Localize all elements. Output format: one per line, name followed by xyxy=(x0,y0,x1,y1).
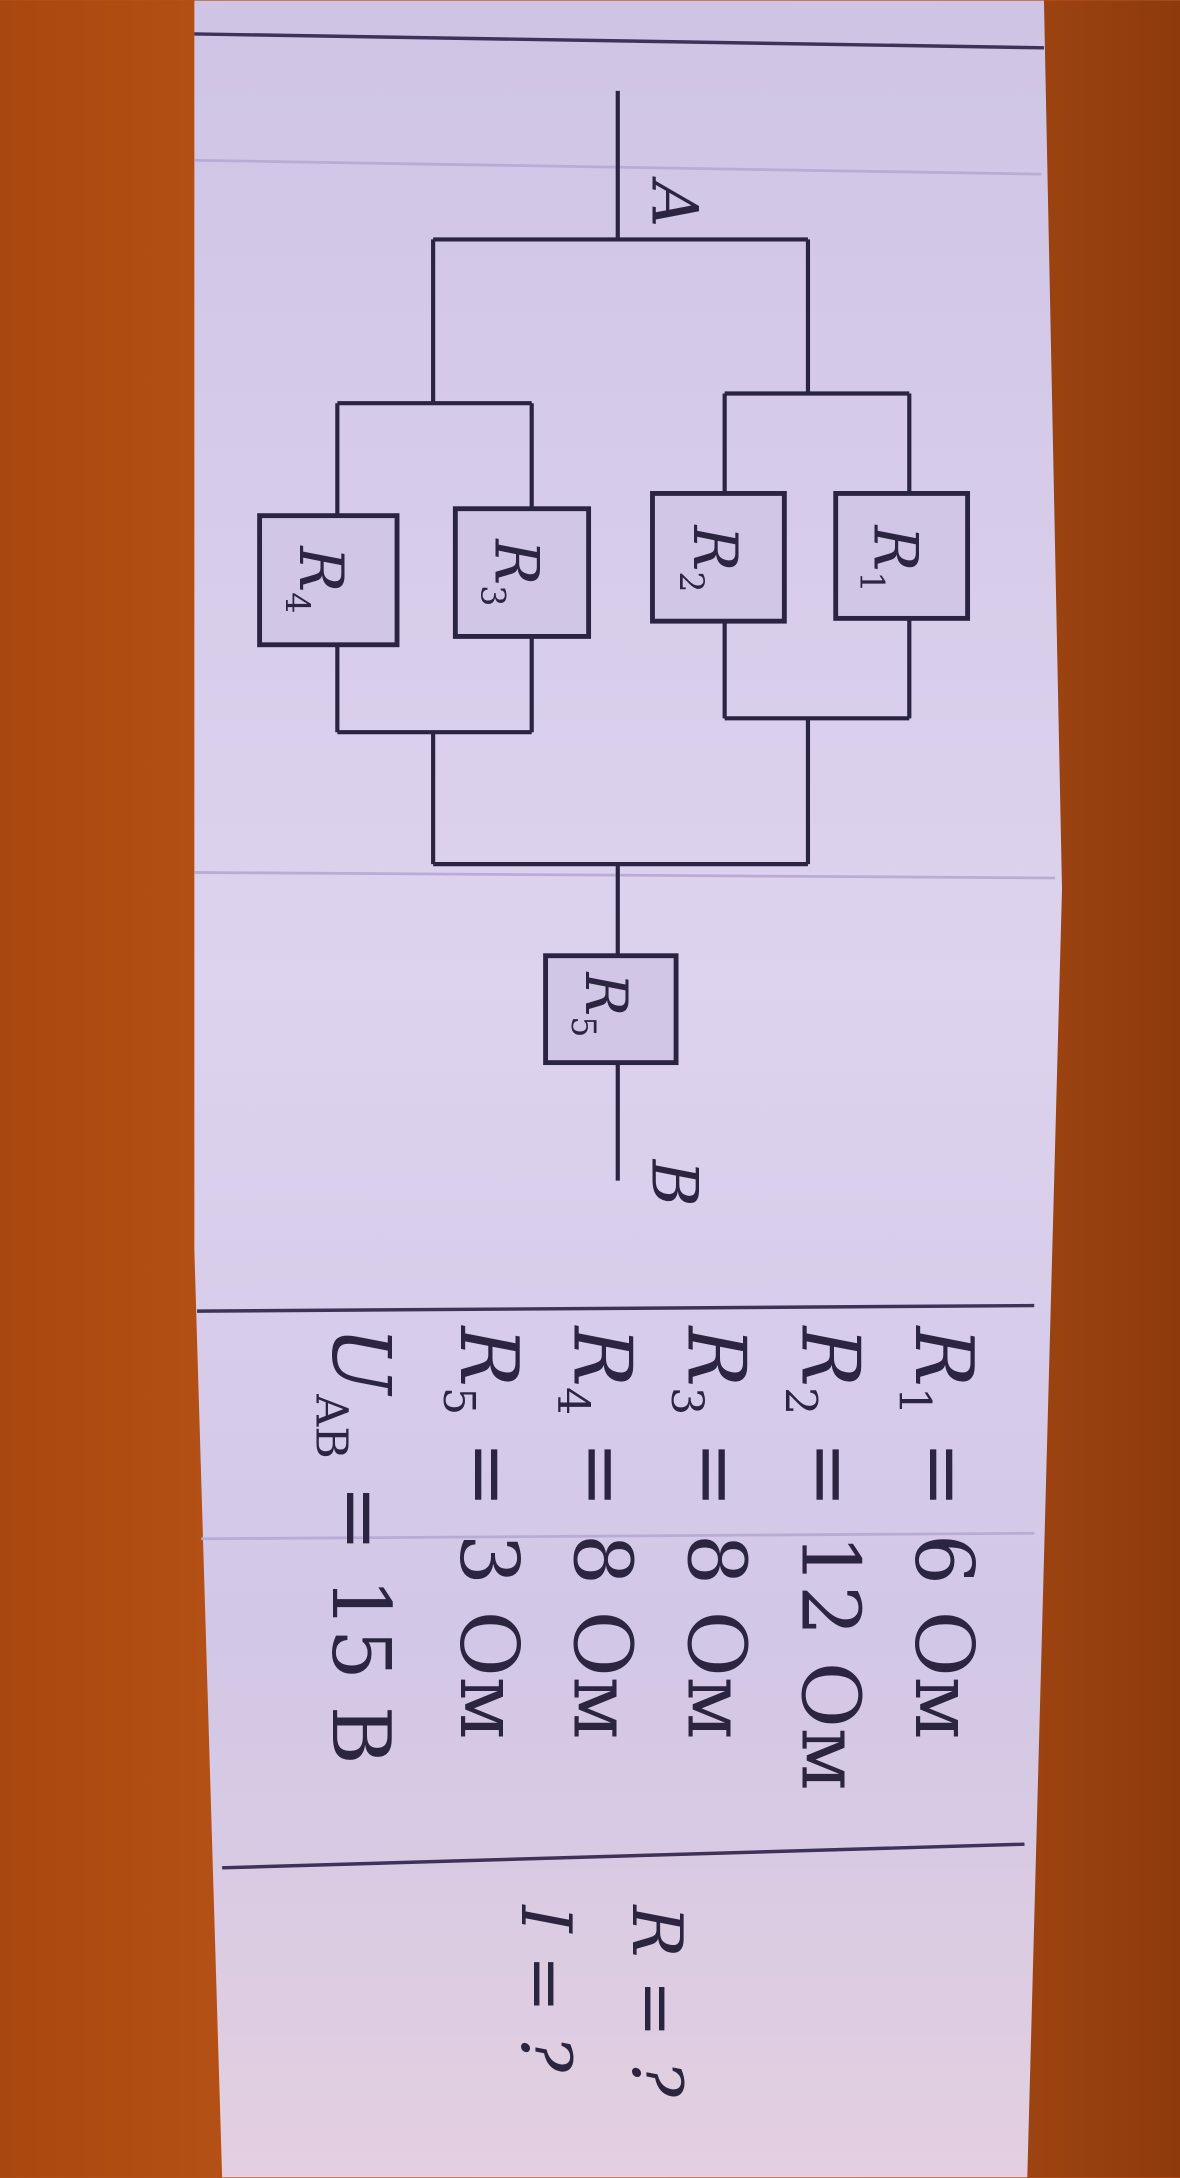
resistor-r5: R5 xyxy=(543,953,679,1066)
given-values: R1 = 6 Ом R2 = 12 Ом R3 = 8 Ом R4 = 8 Ом… xyxy=(306,1324,992,1790)
svg-text:R5: R5 xyxy=(564,971,640,1037)
given-r5: R5 = 3 Ом xyxy=(433,1324,536,1739)
given-r3: R3 = 8 Ом xyxy=(661,1324,764,1739)
ruled-lines xyxy=(194,32,1044,1870)
given-r1: R1 = 6 Ом xyxy=(889,1324,992,1739)
node-a-label: A xyxy=(636,176,710,227)
find-r: R = ? xyxy=(616,1903,696,2098)
svg-text:R4: R4 xyxy=(278,545,356,613)
find-i: I = ? xyxy=(505,1903,585,2073)
given-r4: R4 = 8 Ом xyxy=(547,1324,650,1739)
node-b-label: B xyxy=(636,1159,710,1207)
resistor-r4: R4 xyxy=(257,513,400,648)
resistor-r2: R2 xyxy=(650,491,787,624)
svg-text:R1: R1 xyxy=(853,524,931,592)
given-r2: R2 = 12 Ом xyxy=(775,1324,878,1790)
resistor-r3: R3 xyxy=(452,506,592,639)
paper-strip xyxy=(194,0,1063,2178)
svg-text:R2: R2 xyxy=(672,524,750,592)
svg-text:R3: R3 xyxy=(474,538,552,606)
given-uab: UAB = 15 В xyxy=(306,1326,409,1764)
unknowns: R = ? I = ? xyxy=(505,1903,696,2098)
resistor-r1: R1 xyxy=(833,491,971,621)
